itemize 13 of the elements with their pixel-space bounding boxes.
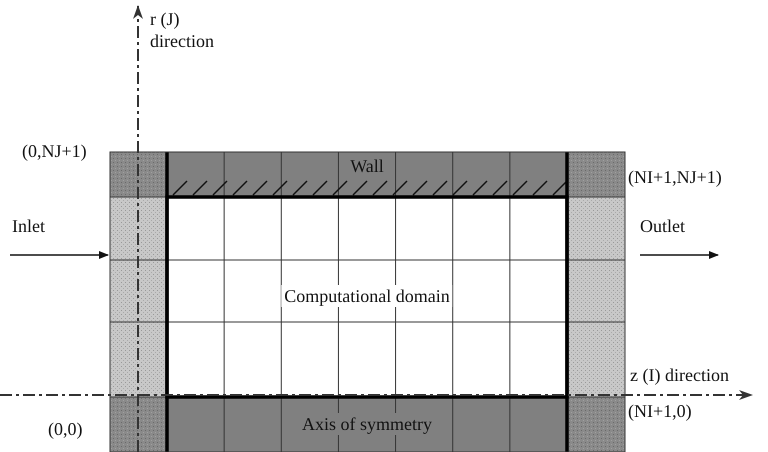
corner-coordinate: (NI+1,NJ+1) (628, 166, 722, 188)
outlet-label: Outlet (640, 215, 685, 237)
axis-label: Axis of symmetry (299, 413, 435, 435)
wall-label: Wall (350, 155, 384, 177)
corner-coordinate: (0,0) (48, 418, 82, 440)
axis-title: z (I) direction (630, 364, 729, 386)
inlet-label: Inlet (12, 215, 45, 237)
wall-band (167, 152, 567, 197)
symmetry-axis-band (167, 397, 567, 452)
domain-label: Computational domain (281, 285, 453, 307)
axis-title: r (J) direction (150, 8, 215, 52)
corner-coordinate: (NI+1,0) (628, 400, 692, 422)
corner-coordinate: (0,NJ+1) (22, 140, 87, 162)
